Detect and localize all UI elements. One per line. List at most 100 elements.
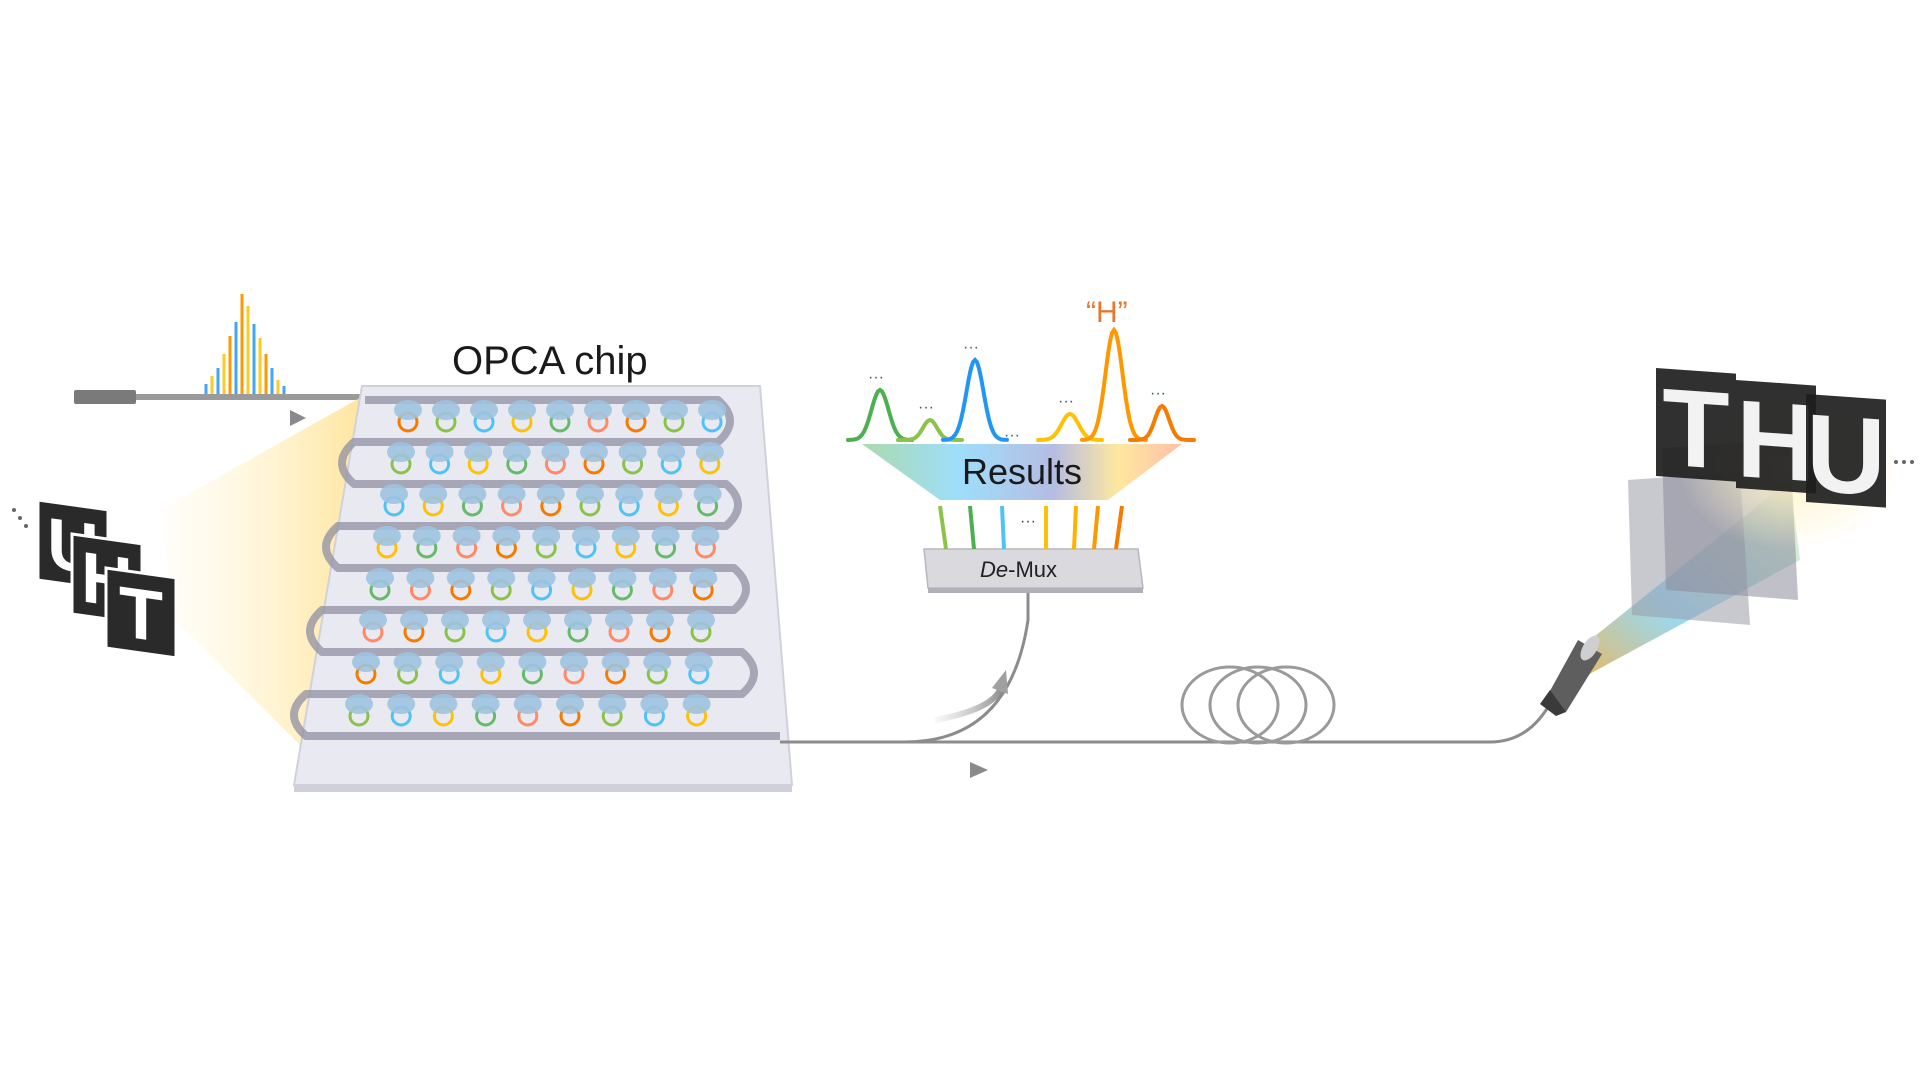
output-fiber (780, 580, 1554, 744)
ring-heater (412, 526, 441, 546)
spectrum-peak (941, 357, 1009, 442)
demux-channel (1000, 505, 1006, 550)
ring-heater (366, 568, 394, 588)
input-dots (12, 508, 28, 528)
ring-heater (660, 400, 688, 420)
input-light-beam (160, 395, 365, 745)
ring-heater (654, 484, 683, 504)
ring-heater (687, 610, 715, 630)
ring-heater (497, 484, 526, 504)
output-letter-card: H (1736, 377, 1816, 506)
ring-heater (560, 652, 588, 672)
ring-heater (618, 442, 647, 462)
demux-branch-arrow-head (992, 670, 1008, 694)
ring-heater (646, 610, 674, 630)
spectrum-peak (1080, 326, 1148, 442)
ring-heater (471, 694, 500, 714)
demux-channel (1092, 505, 1100, 550)
input-arrow-head (290, 410, 306, 426)
ring-heater (657, 442, 686, 462)
channel-ellipsis: ··· (1020, 513, 1036, 530)
ring-heater (446, 568, 475, 588)
output-letter: T (1662, 366, 1729, 494)
demux-channel (1072, 505, 1078, 550)
ring-heater (576, 484, 604, 504)
output-letter: U (1806, 391, 1885, 519)
input-letter-cards: UHT (36, 498, 178, 660)
ring-heater (608, 568, 637, 588)
demux-channel (968, 505, 976, 550)
ring-heater (684, 652, 713, 672)
ring-heater (584, 400, 612, 420)
results-panel (862, 444, 1182, 500)
ring-heater (352, 652, 380, 672)
ring-heater (464, 442, 493, 462)
ring-heater (470, 400, 498, 420)
ring-heater (611, 526, 640, 546)
ring-heater (527, 568, 556, 588)
ring-heater (393, 652, 422, 672)
ring-heater (359, 610, 387, 630)
demux-branch-arrow (934, 688, 1003, 723)
ring-heater (441, 610, 469, 630)
ring-heater (695, 442, 724, 462)
ring-heater (532, 526, 561, 546)
output-arrow-head (970, 762, 988, 778)
ring-heater (568, 568, 596, 588)
ring-heater (598, 694, 627, 714)
ring-heater (580, 442, 608, 462)
output-letter-card: T (1656, 366, 1736, 494)
ring-heater (425, 442, 454, 462)
ring-heater (508, 400, 536, 420)
ring-heater (615, 484, 644, 504)
ring-heater (518, 652, 547, 672)
ring-heater (458, 484, 487, 504)
demux-channel (1114, 505, 1124, 550)
ring-heater (693, 484, 722, 504)
ring-heater (435, 652, 464, 672)
ring-heater (640, 694, 669, 714)
demux-box (923, 548, 1144, 593)
ring-heater (345, 694, 373, 714)
demux-channels: ··· (938, 505, 1124, 550)
ring-heater (387, 442, 415, 462)
input-letter-card: T (104, 566, 178, 660)
ring-heater (556, 694, 584, 714)
ring-heater (400, 610, 428, 630)
ring-heater (682, 694, 711, 714)
peak-ellipsis: ··· (918, 399, 934, 416)
demux-channel (938, 505, 948, 550)
ring-heater (380, 484, 408, 504)
ring-heater (406, 568, 435, 588)
peak-ellipsis: ··· (868, 369, 884, 386)
input-fiber (74, 390, 366, 404)
opca-chip (290, 385, 794, 792)
ring-heater (432, 400, 460, 420)
ring-heater (564, 610, 592, 630)
output-letter-card: U (1806, 391, 1886, 520)
results-label: Results (962, 451, 1082, 492)
ring-heater (523, 610, 551, 630)
peak-quote-label: “H” (1086, 296, 1128, 329)
peak-ellipsis: ··· (1150, 385, 1166, 402)
output-dots (1894, 460, 1914, 464)
demux-label: De-Mux (980, 557, 1057, 582)
ring-heater (648, 568, 677, 588)
ring-heater (482, 610, 510, 630)
output-spectrum: ·················· (846, 326, 1196, 444)
input-comb-spectrum (204, 294, 286, 394)
ring-heater (373, 526, 401, 546)
ring-heater (513, 694, 542, 714)
peak-ellipsis: ··· (963, 339, 979, 356)
spectrum-ellipsis: ··· (1004, 427, 1020, 444)
ring-heater (487, 568, 516, 588)
spectrum-peak (1128, 403, 1196, 442)
ring-heater (476, 652, 505, 672)
chip-ring-array (345, 400, 726, 727)
ring-heater (572, 526, 600, 546)
ring-heater (536, 484, 565, 504)
ring-heater (698, 400, 726, 420)
ring-heater (546, 400, 574, 420)
